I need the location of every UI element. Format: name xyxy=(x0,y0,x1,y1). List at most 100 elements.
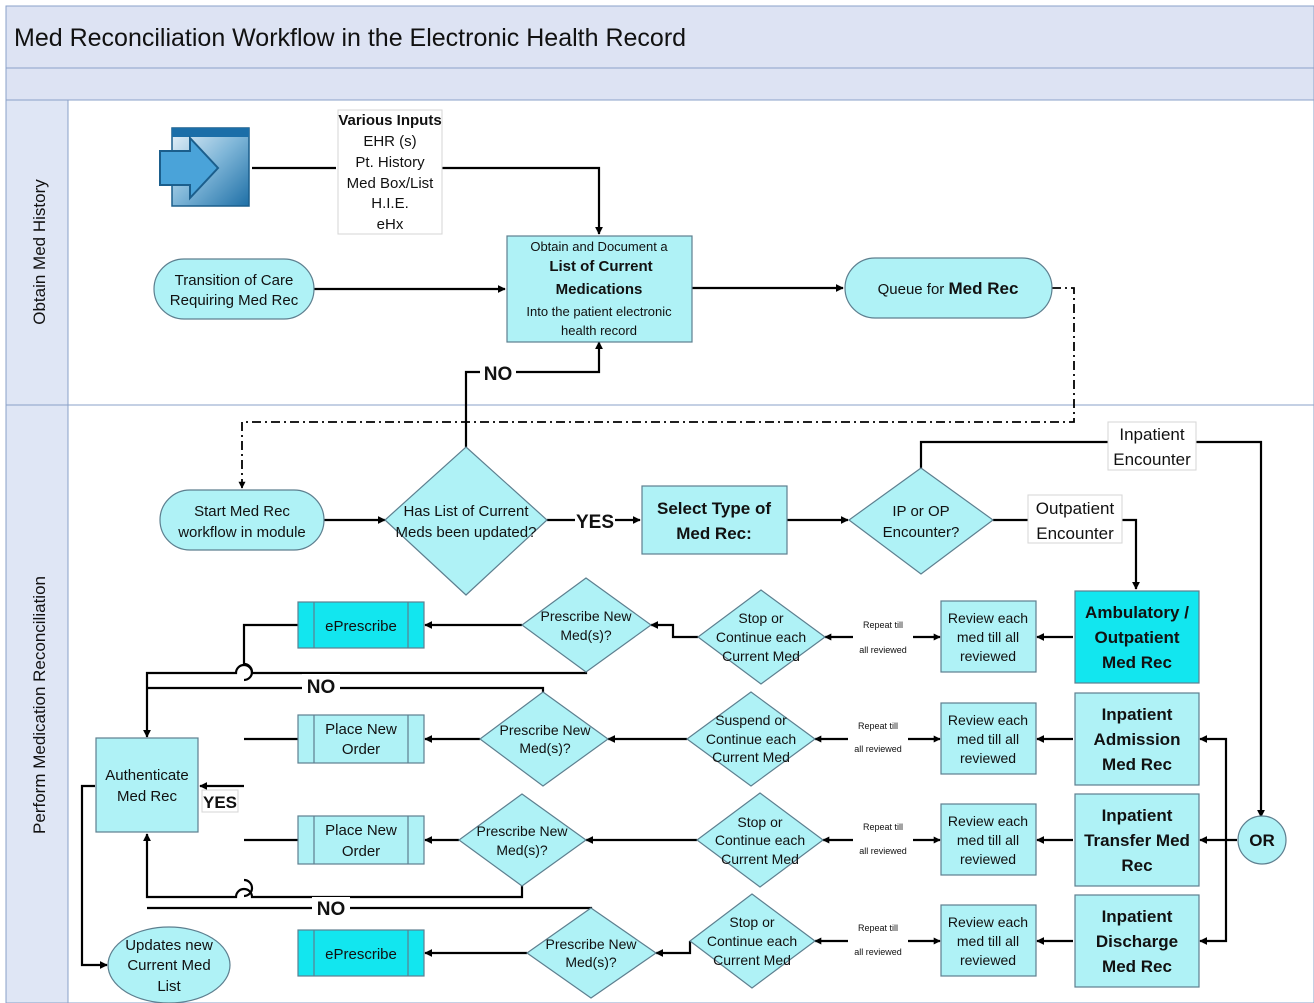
edge-authenticate-updates xyxy=(80,784,108,969)
yes-label-updated: YES xyxy=(575,509,615,533)
no-label-row1: NO xyxy=(302,674,340,698)
svg-text:Inpatient: Inpatient xyxy=(1102,806,1173,825)
svg-text:Prescribe New: Prescribe New xyxy=(499,722,591,738)
svg-text:Place New: Place New xyxy=(325,721,397,738)
svg-text:Review each: Review each xyxy=(948,610,1028,626)
lane-header-history xyxy=(5,99,69,406)
edge-inputs-obtain xyxy=(441,166,603,235)
import-icon xyxy=(159,127,250,207)
edge-queue-start xyxy=(238,287,1075,489)
svg-text:reviewed: reviewed xyxy=(960,952,1016,968)
svg-text:Continue each: Continue each xyxy=(706,731,796,747)
svg-text:Repeat till: Repeat till xyxy=(858,721,898,731)
svg-text:Requiring Med Rec: Requiring Med Rec xyxy=(170,292,299,309)
edge-no-top xyxy=(143,663,588,738)
svg-text:Meds been updated?: Meds been updated? xyxy=(396,524,537,541)
yes-label-authenticate: YES xyxy=(201,789,239,813)
inputs-heading: Various Inputs xyxy=(338,112,441,129)
review-node-1: Review each med till all reviewed xyxy=(940,600,1037,673)
svg-text:Repeat till: Repeat till xyxy=(863,822,903,832)
svg-text:NO: NO xyxy=(307,677,336,698)
svg-text:Med Rec: Med Rec xyxy=(1102,957,1172,976)
svg-text:NO: NO xyxy=(317,899,346,920)
svg-text:Repeat till: Repeat till xyxy=(858,923,898,933)
inpatient-transfer-node: Inpatient Transfer Med Rec xyxy=(1074,793,1200,887)
prescribe-decision-1: Prescribe New Med(s)? xyxy=(520,577,653,673)
svg-text:Order: Order xyxy=(342,741,380,758)
svg-text:Queue for Med Rec: Queue for Med Rec xyxy=(878,279,1019,298)
svg-text:Place New: Place New xyxy=(325,822,397,839)
svg-text:Med Rec:: Med Rec: xyxy=(676,524,752,543)
obtain-document-list-node: Obtain and Document a List of Current Me… xyxy=(506,235,693,343)
suspend-continue-decision: Suspend or Continue each Current Med xyxy=(685,691,817,787)
svg-text:Review each: Review each xyxy=(948,813,1028,829)
svg-text:Medications: Medications xyxy=(556,281,643,298)
lane-label-reconcile: Perform Medication Reconciliation xyxy=(30,576,49,834)
svg-text:Has List of Current: Has List of Current xyxy=(403,503,529,520)
svg-text:med till all: med till all xyxy=(957,933,1019,949)
edge-bus-jump-2 xyxy=(243,878,254,898)
review-node-2: Review each med till all reviewed xyxy=(940,702,1037,775)
svg-text:Updates new: Updates new xyxy=(125,937,213,954)
edge-ipop-inpatient xyxy=(919,440,1265,818)
svg-text:Encounter?: Encounter? xyxy=(883,524,960,541)
start-med-rec-node: Start Med Rec workflow in module xyxy=(159,489,325,551)
svg-text:Authenticate: Authenticate xyxy=(105,767,188,784)
inputs-item: Med Box/List xyxy=(347,175,435,192)
svg-text:YES: YES xyxy=(576,512,614,533)
transition-of-care-node: Transition of Care Requiring Med Rec xyxy=(153,258,315,320)
inpatient-admission-node: Inpatient Admission Med Rec xyxy=(1074,692,1200,786)
svg-text:reviewed: reviewed xyxy=(960,648,1016,664)
ambulatory-med-rec-node: Ambulatory / Outpatient Med Rec xyxy=(1074,590,1200,684)
lane-header-reconcile xyxy=(5,404,69,1003)
inputs-item: H.I.E. xyxy=(371,195,409,212)
svg-text:Review each: Review each xyxy=(948,712,1028,728)
svg-text:Med(s)?: Med(s)? xyxy=(565,954,617,970)
svg-text:List of Current: List of Current xyxy=(549,258,652,275)
edge-or-admission xyxy=(1199,735,1228,840)
svg-text:health record: health record xyxy=(561,323,637,338)
ip-op-decision: IP or OP Encounter? xyxy=(847,467,995,575)
prescribe-decision-2: Prescribe New Med(s)? xyxy=(478,691,610,787)
svg-text:Obtain and Document a: Obtain and Document a xyxy=(530,239,668,254)
inpatient-encounter-label: Inpatient Encounter xyxy=(1107,421,1197,471)
svg-text:Admission: Admission xyxy=(1094,730,1181,749)
svg-text:med till all: med till all xyxy=(957,629,1019,645)
svg-text:Med Rec: Med Rec xyxy=(117,788,178,805)
svg-text:med till all: med till all xyxy=(957,832,1019,848)
edge-or-discharge xyxy=(1199,840,1228,945)
svg-text:Stop or: Stop or xyxy=(737,814,782,830)
svg-text:Discharge: Discharge xyxy=(1096,932,1178,951)
svg-text:Continue each: Continue each xyxy=(716,629,806,645)
svg-text:Current Med: Current Med xyxy=(721,851,799,867)
repeat-label: Repeat till all reviewed xyxy=(848,718,908,758)
no-label-row3: NO xyxy=(312,897,350,920)
svg-text:all reviewed: all reviewed xyxy=(859,846,907,856)
stop-continue-decision-4: Stop or Continue each Current Med xyxy=(689,893,817,989)
svg-text:Med(s)?: Med(s)? xyxy=(496,842,548,858)
inputs-item: EHR (s) xyxy=(363,133,416,150)
review-node-3: Review each med till all reviewed xyxy=(940,803,1037,876)
svg-text:Review each: Review each xyxy=(948,914,1028,930)
svg-text:OR: OR xyxy=(1249,831,1275,850)
svg-text:Suspend or: Suspend or xyxy=(715,712,787,728)
stop-continue-decision-1: Stop or Continue each Current Med xyxy=(696,589,827,685)
review-node-4: Review each med till all reviewed xyxy=(940,904,1037,977)
title-bar xyxy=(5,5,1314,69)
svg-text:all reviewed: all reviewed xyxy=(859,645,907,655)
prescribe-decision-4: Prescribe New Med(s)? xyxy=(525,907,658,999)
inputs-item: eHx xyxy=(377,216,404,233)
svg-text:Stop or: Stop or xyxy=(738,610,783,626)
no-label-top: NO xyxy=(480,361,516,385)
repeat-label: Repeat till all reviewed xyxy=(853,617,913,657)
svg-text:Rec: Rec xyxy=(1121,856,1152,875)
svg-text:ePrescribe: ePrescribe xyxy=(325,946,397,963)
edge-r2-no-line xyxy=(147,686,545,692)
svg-text:Transfer Med: Transfer Med xyxy=(1084,831,1190,850)
svg-text:all reviewed: all reviewed xyxy=(854,947,902,957)
svg-text:reviewed: reviewed xyxy=(960,851,1016,867)
svg-text:YES: YES xyxy=(203,793,237,812)
queue-med-rec-node: Queue for Med Rec xyxy=(844,257,1053,319)
inpatient-discharge-node: Inpatient Discharge Med Rec xyxy=(1074,894,1200,988)
